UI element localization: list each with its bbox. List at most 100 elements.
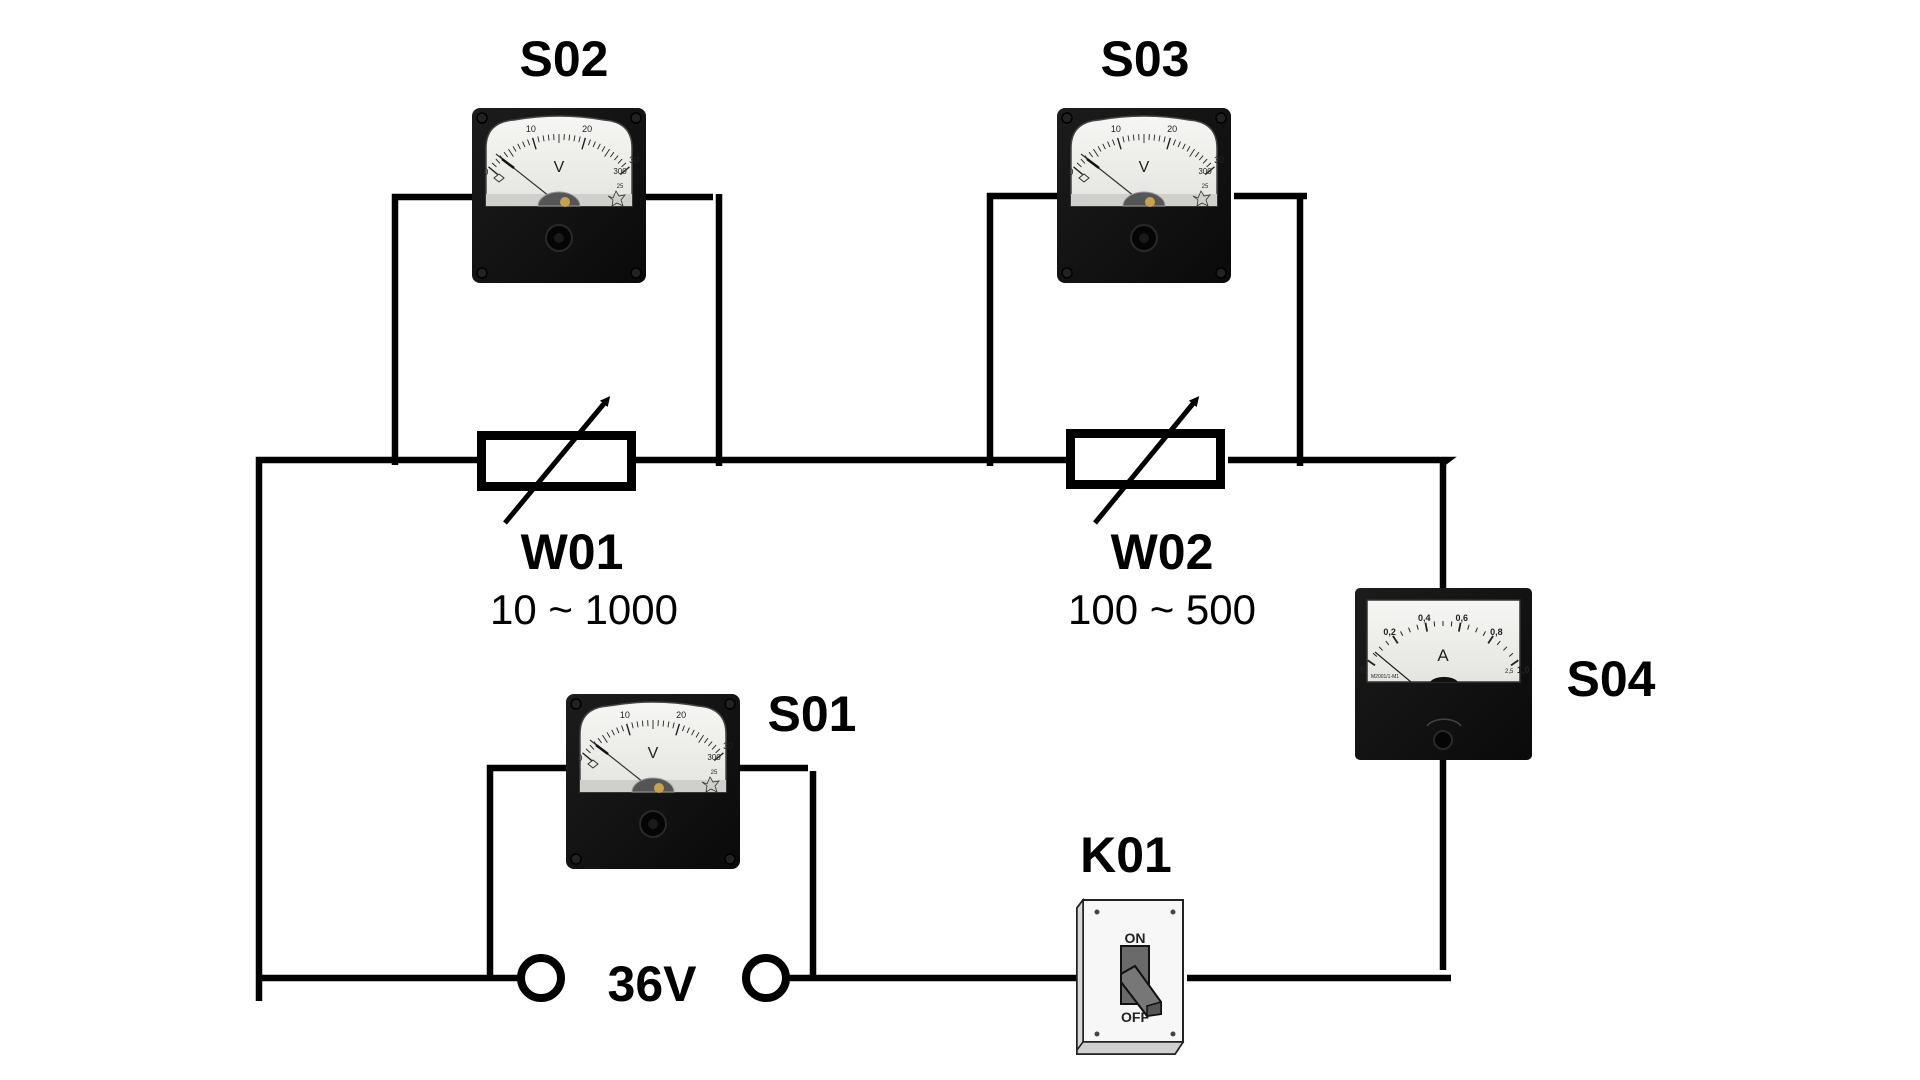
scale-tick (568, 134, 571, 141)
scale-tick (617, 158, 623, 164)
knob-screw (648, 819, 658, 829)
meter-unit: V (648, 745, 659, 762)
scale-tick (1408, 627, 1411, 633)
scale-tick (1194, 151, 1200, 158)
scale-label: 20 (582, 124, 592, 134)
scale-tick (1093, 148, 1099, 157)
needle-tip (1086, 158, 1100, 169)
screw-icon (1061, 112, 1073, 124)
scale-tick (1122, 136, 1125, 143)
resistor-range: 100 ~ 500 (1068, 586, 1256, 633)
scale-tick (1367, 659, 1376, 667)
switch-label: K01 (1080, 827, 1172, 883)
meter-label: S01 (768, 686, 857, 742)
power-source: 36V (517, 954, 790, 1012)
scale-tick (1392, 635, 1399, 644)
terminal-circle-icon[interactable] (517, 954, 565, 1002)
scale-tick (587, 139, 591, 146)
scale-tick (1198, 155, 1204, 161)
scale-label: 30 (629, 155, 639, 165)
scale-tick (582, 752, 593, 762)
screw-icon (570, 853, 582, 865)
scale-tick (592, 141, 596, 148)
scale-tick (1385, 640, 1390, 646)
wires (255, 192, 1457, 1001)
scale-tick (609, 151, 615, 158)
scale-tick (686, 727, 690, 734)
scale-tick (537, 136, 540, 143)
ammeter-unit: A (1437, 646, 1449, 665)
scale-tick (1496, 640, 1501, 646)
scale-tick (503, 151, 509, 158)
scale-label: 30 (723, 741, 733, 751)
scale-tick (522, 141, 526, 148)
wire-left-outer (255, 456, 477, 1001)
toggle-switch-icon[interactable]: ON OFF (1076, 897, 1185, 1055)
wire-s02-branch-left (391, 193, 476, 465)
scale-tick (613, 155, 619, 161)
scale-tick (621, 162, 627, 168)
scale-tick (1112, 139, 1116, 146)
scale-tick (1378, 646, 1383, 651)
meter-face (579, 701, 727, 793)
scale-tick (672, 722, 675, 729)
scale-tick (542, 135, 545, 142)
pivot-jewel (1145, 197, 1155, 207)
scale-tick (641, 720, 644, 727)
scale-tick (703, 737, 709, 744)
scale-tick (619, 166, 630, 176)
scale-tick (573, 135, 576, 142)
maker-mark-icon (1078, 173, 1090, 183)
resistor-w01: W01 10 ~ 1000 (477, 396, 678, 633)
screw-icon (630, 112, 642, 124)
needle-tip (595, 744, 609, 755)
screw-icon (1215, 267, 1227, 279)
screw-icon (1215, 112, 1227, 124)
meter-label: S03 (1101, 31, 1190, 87)
scale-tick (616, 727, 620, 734)
star-mark-icon (701, 776, 720, 793)
scale-tick (1102, 143, 1106, 150)
scale-tick (1202, 158, 1208, 164)
scale-tick (1487, 635, 1494, 644)
ammeter-model: M2001/1-M1 (1371, 674, 1399, 680)
scale-tick (711, 744, 717, 750)
pivot-jewel (654, 783, 664, 793)
scale-label: 10 (1111, 124, 1121, 134)
scale-label: 0 (483, 167, 488, 177)
scale-tick (1510, 659, 1519, 667)
switch-k01: K01 ON OFF (1076, 827, 1185, 1055)
scale-tick (698, 734, 704, 743)
ammeter-class: 2,5 (1505, 669, 1514, 675)
resistor-label: W02 (1111, 524, 1214, 580)
adjust-arrow-icon (503, 396, 611, 525)
scale-tick (1116, 137, 1122, 150)
scale-label: 0,8 (1490, 627, 1503, 637)
scale-tick (597, 737, 603, 744)
wire-w02-to-s04 (1228, 456, 1457, 588)
switch-on-label: ON (1125, 930, 1146, 946)
scale-tick (1457, 622, 1462, 632)
scale-label: 0 (1360, 665, 1365, 675)
scale-tick (1163, 136, 1166, 143)
zero-adjust-knob[interactable] (1433, 730, 1453, 750)
scale-label: 1,0 (1517, 665, 1530, 675)
scale-tick (517, 143, 521, 150)
scale-tick (606, 732, 611, 738)
screw-icon (476, 267, 488, 279)
star-mark-icon (1192, 190, 1211, 207)
scale-label: 10 (620, 710, 630, 720)
scale-label: 0,2 (1383, 627, 1396, 637)
scale-tick (1400, 631, 1404, 637)
scale-label: 20 (1167, 124, 1177, 134)
scale-tick (667, 721, 670, 728)
resistor-label: W01 (521, 524, 624, 580)
terminal-circle-icon[interactable] (742, 954, 790, 1002)
